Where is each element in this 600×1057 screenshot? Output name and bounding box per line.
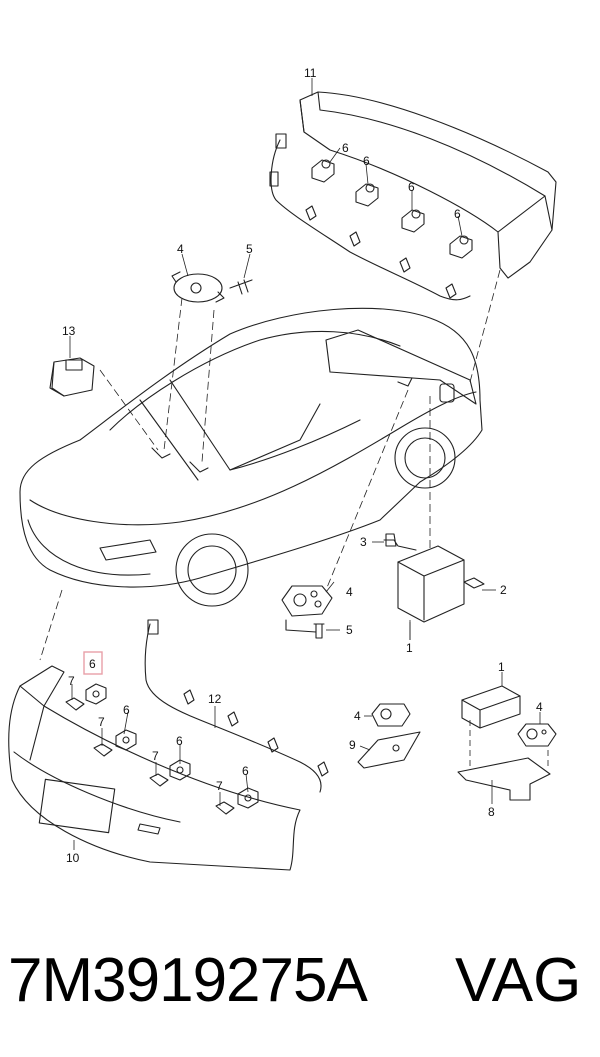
control-module-center (397, 545, 485, 623)
screw-middle (313, 623, 325, 639)
parking-aid-switch (49, 357, 95, 397)
car-body (19, 307, 483, 607)
rear-bumper-cover (299, 91, 557, 279)
callout-4: 4 (346, 585, 353, 599)
control-module-lower (461, 685, 521, 729)
rear-sensor-2 (355, 183, 379, 207)
callout-11: 11 (304, 66, 317, 80)
rear-wiring-harness (269, 133, 471, 301)
parts-exploded-diagram: 11 6 6 6 6 4 5 13 3 2 4 5 1 6 7 6 7 6 7 … (8, 66, 557, 871)
sensor-holder-4 (215, 801, 235, 815)
callout-5: 5 (346, 623, 353, 637)
callout-7: 7 (68, 674, 75, 688)
front-bumper-cover (8, 665, 301, 871)
callout-5: 5 (246, 242, 253, 256)
callout-6: 6 (408, 180, 415, 194)
bolt-3 (383, 533, 417, 551)
callout-9: 9 (349, 738, 356, 752)
warning-buzzer-right (517, 723, 557, 747)
callout-1: 1 (406, 641, 413, 655)
highlighted-callout-box (83, 651, 103, 675)
callout-6: 6 (454, 207, 461, 221)
rear-sensor-3 (401, 209, 425, 233)
sensor-holder-2 (93, 743, 113, 757)
callout-1: 1 (498, 660, 505, 674)
front-sensor-2 (115, 729, 137, 751)
part-number: 7M3919275A (8, 946, 368, 1015)
callout-10: 10 (66, 851, 80, 865)
front-wiring-harness (144, 619, 329, 793)
warning-buzzer-lower (371, 703, 411, 727)
callout-4: 4 (177, 242, 184, 256)
leader-lines (39, 78, 549, 850)
callout-12: 12 (208, 692, 222, 706)
callout-6-highlighted: 6 (89, 657, 96, 671)
callout-2: 2 (500, 583, 507, 597)
callout-4: 4 (354, 709, 361, 723)
callout-3: 3 (360, 535, 367, 549)
front-sensor-1 (85, 683, 107, 705)
callout-7: 7 (152, 749, 159, 763)
brand-name: VAG (455, 946, 582, 1015)
callout-6: 6 (123, 703, 130, 717)
callout-6: 6 (342, 141, 349, 155)
bracket-9 (357, 731, 421, 769)
callout-labels: 11 6 6 6 6 4 5 13 3 2 4 5 1 6 7 6 7 6 7 … (62, 66, 543, 865)
bracket-8 (457, 757, 551, 801)
warning-buzzer-middle (281, 585, 333, 633)
callout-13: 13 (62, 324, 76, 338)
callout-8: 8 (488, 805, 495, 819)
sensor-holder-1 (65, 697, 85, 711)
warning-buzzer-upper (171, 271, 225, 303)
rear-sensor-1 (311, 159, 335, 183)
sensor-holder-3 (149, 773, 169, 787)
callout-4: 4 (536, 700, 543, 714)
callout-7: 7 (98, 715, 105, 729)
callout-6: 6 (176, 734, 183, 748)
front-sensor-4 (237, 787, 259, 809)
callout-6: 6 (363, 154, 370, 168)
rear-sensor-4 (449, 235, 473, 259)
callout-6: 6 (242, 764, 249, 778)
screw-upper (229, 279, 253, 295)
callout-7: 7 (216, 779, 223, 793)
